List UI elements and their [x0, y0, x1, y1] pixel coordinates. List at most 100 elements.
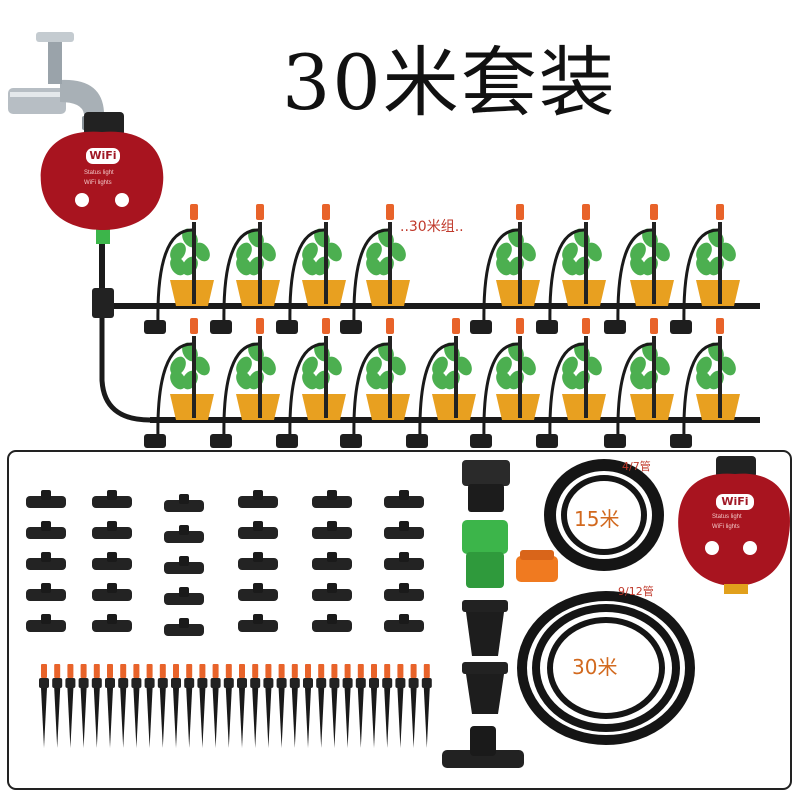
- dripper-stake: [382, 664, 393, 748]
- tee-connector: [164, 556, 204, 574]
- dripper-stake: [276, 664, 287, 748]
- dripper-stake: [421, 664, 432, 748]
- tee-connector: [312, 583, 352, 601]
- tee-connector: [238, 614, 278, 632]
- potted-plant-dripper: [536, 204, 606, 334]
- potted-plant-dripper: [670, 204, 740, 334]
- dripper-stake: [355, 664, 366, 748]
- hose-large-length: 30米: [572, 655, 618, 679]
- status-light-text-kit: Status light: [712, 514, 742, 520]
- tee-connector: [164, 525, 204, 543]
- potted-plant-dripper: [536, 318, 606, 448]
- wifi-badge: WiFi: [86, 148, 120, 164]
- potted-plant-dripper: [670, 318, 740, 448]
- hose-small-length: 15米: [574, 507, 620, 531]
- hose-small-size-tag: 4/7管: [622, 460, 651, 473]
- tee-connector: [92, 614, 132, 632]
- potted-plant-dripper: [144, 318, 214, 448]
- dripper-stake: [118, 664, 129, 748]
- wifi-badge-kit: WiFi: [716, 494, 754, 510]
- potted-plant-dripper: [144, 204, 214, 334]
- dripper-stake-row: [39, 664, 432, 748]
- tee-connector: [164, 618, 204, 636]
- dripper-stake: [131, 664, 142, 748]
- tee-connector: [312, 521, 352, 539]
- plant-row-top: [144, 204, 740, 334]
- tee-connector: [312, 552, 352, 570]
- tee-connector: [26, 521, 66, 539]
- tee-connector: [92, 490, 132, 508]
- potted-plant-dripper: [276, 204, 346, 334]
- dripper-stake: [263, 664, 274, 748]
- tee-connector: [26, 614, 66, 632]
- tee-connector: [92, 521, 132, 539]
- dripper-stake: [52, 664, 63, 748]
- dripper-stake: [210, 664, 221, 748]
- dripper-stake: [184, 664, 195, 748]
- tee-connector: [92, 288, 114, 318]
- tee-connector: [26, 583, 66, 601]
- tee-connector: [238, 490, 278, 508]
- tee-connector: [384, 614, 424, 632]
- group-label: ..30米组..: [400, 219, 464, 235]
- tee-connector: [164, 494, 204, 512]
- potted-plant-dripper: [604, 204, 674, 334]
- potted-plant-dripper: [340, 318, 410, 448]
- potted-plant-dripper: [210, 204, 280, 334]
- wifi-timer-kit: [678, 456, 790, 594]
- dripper-stake: [289, 664, 300, 748]
- dripper-stake: [250, 664, 261, 748]
- dripper-stake: [91, 664, 102, 748]
- dripper-stake: [105, 664, 115, 748]
- tee-connector: [238, 521, 278, 539]
- potted-plant-dripper: [276, 318, 346, 448]
- plant-row-bottom: [144, 318, 740, 448]
- wifi-timer-main: [40, 112, 164, 230]
- tee-connector: [238, 552, 278, 570]
- dripper-stake: [316, 664, 327, 748]
- tee-connector-grid: [26, 490, 424, 636]
- tee-connector: [384, 521, 424, 539]
- dripper-stake: [237, 664, 247, 748]
- tee-connector: [92, 583, 132, 601]
- hose-adapters: [442, 460, 558, 768]
- dripper-stake: [157, 664, 168, 748]
- dripper-stake: [223, 664, 234, 748]
- dripper-stake: [329, 664, 340, 748]
- wifi-lights-text-kit: WiFi lights: [712, 524, 740, 530]
- potted-plant-dripper: [406, 318, 476, 448]
- dripper-stake: [171, 664, 181, 748]
- page-title: 30米套装: [282, 38, 617, 127]
- tee-connector: [238, 583, 278, 601]
- tee-connector: [384, 583, 424, 601]
- tee-connector: [312, 490, 352, 508]
- potted-plant-dripper: [210, 318, 280, 448]
- tee-connector: [164, 587, 204, 605]
- hose-coil-small: [544, 459, 664, 571]
- kit-panel: [7, 450, 792, 790]
- dripper-stake: [395, 664, 406, 748]
- green-connector: [96, 226, 110, 244]
- hose-large-size-tag: 9/12管: [618, 585, 654, 598]
- irrigation-lines: [99, 240, 760, 423]
- potted-plant-dripper: [340, 204, 410, 334]
- dripper-stake: [65, 664, 76, 748]
- dripper-stake: [369, 664, 379, 748]
- tee-connector: [384, 490, 424, 508]
- tee-connector: [312, 614, 352, 632]
- hose-coil-large: [517, 591, 695, 745]
- potted-plant-dripper: [470, 318, 540, 448]
- tee-connector: [26, 490, 66, 508]
- tee-connector: [92, 552, 132, 570]
- wifi-lights-text: WiFi lights: [84, 180, 112, 186]
- dripper-stake: [39, 664, 49, 748]
- potted-plant-dripper: [604, 318, 674, 448]
- dripper-stake: [144, 664, 155, 748]
- tee-connector: [26, 552, 66, 570]
- potted-plant-dripper: [470, 204, 540, 334]
- dripper-stake: [342, 664, 353, 748]
- dripper-stake: [78, 664, 89, 748]
- dripper-stake: [197, 664, 208, 748]
- dripper-stake: [408, 664, 419, 748]
